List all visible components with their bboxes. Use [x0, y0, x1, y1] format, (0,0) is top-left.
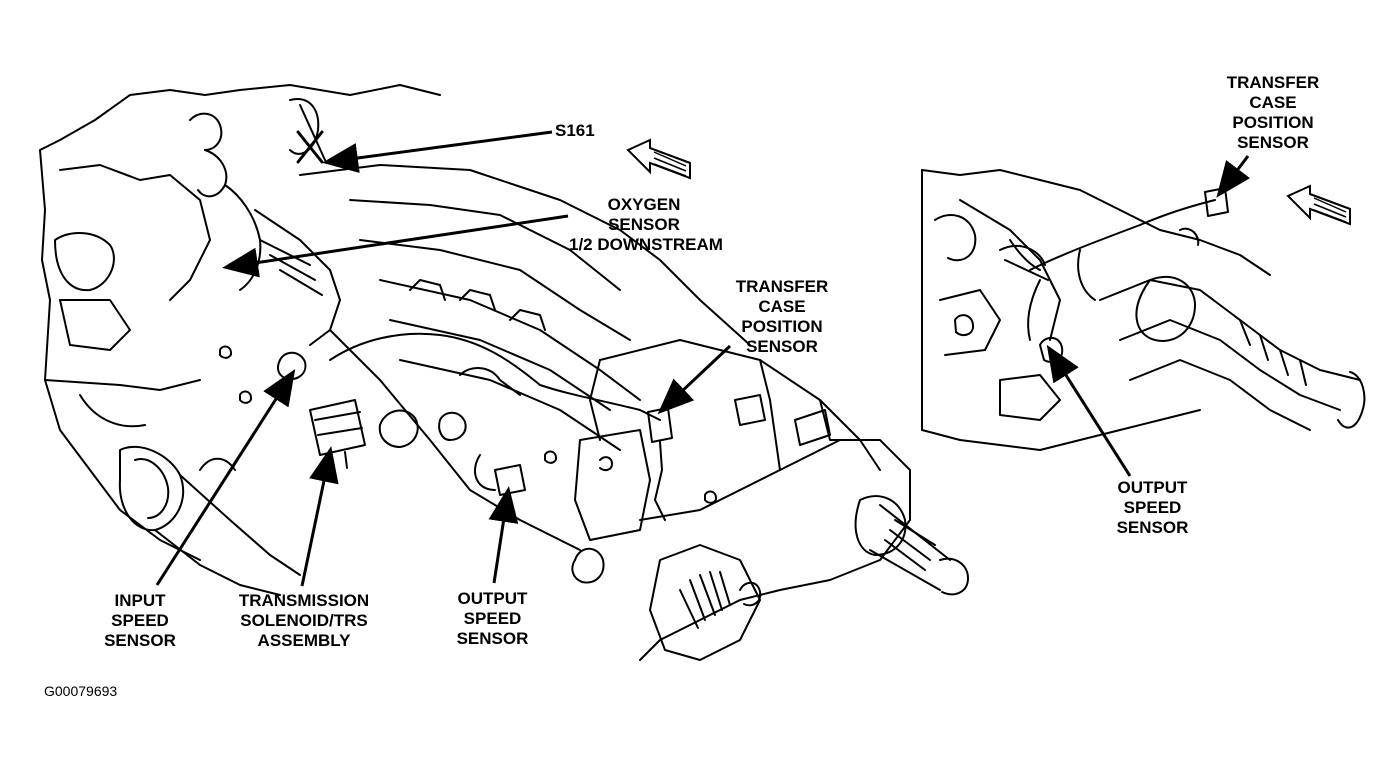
label-line: SOLENOID/TRS — [240, 611, 368, 630]
leader-output-speed-inset — [1046, 344, 1132, 477]
label-line: SPEED — [111, 611, 169, 630]
leader-transfer-case-main — [657, 344, 732, 415]
label-line: CASE — [1249, 93, 1297, 112]
label-s161: S161 — [555, 121, 595, 141]
leader-transfer-case-inset — [1216, 155, 1251, 198]
label-line: OXYGEN — [607, 195, 681, 214]
front-direction-arrow-icon — [1286, 184, 1351, 226]
leader-s161 — [322, 130, 553, 173]
label-line: 1/2 DOWNSTREAM — [569, 235, 723, 254]
label-line: CASE — [758, 297, 806, 316]
label-oxygen-sensor: OXYGEN SENSOR 1/2 DOWNSTREAM — [569, 195, 723, 255]
label-line: OUTPUT — [1117, 478, 1188, 497]
leader-trans-solenoid — [300, 446, 339, 587]
label-line: TRANSMISSION — [238, 591, 370, 610]
figure-id: G00079693 — [44, 683, 118, 699]
label-trans-solenoid: TRANSMISSION SOLENOID/TRS ASSEMBLY — [224, 591, 384, 651]
leader-lines — [155, 130, 1251, 587]
label-line: POSITION — [1232, 113, 1314, 132]
label-line: SENSOR — [456, 629, 529, 648]
label-line: TRANSFER — [735, 277, 829, 296]
inset-transmission-drawing — [921, 169, 1366, 451]
label-line: SPEED — [463, 609, 522, 628]
label-transfer-case-main: TRANSFER CASE POSITION SENSOR — [722, 277, 842, 357]
label-line: SENSOR — [746, 337, 818, 356]
label-line: POSITION — [741, 317, 823, 336]
label-line: SENSOR — [1237, 133, 1309, 152]
label-line: SENSOR — [1116, 518, 1189, 537]
label-line: SPEED — [1123, 498, 1182, 517]
label-transfer-case-inset: TRANSFER CASE POSITION SENSOR — [1213, 73, 1333, 153]
label-line: TRANSFER — [1226, 73, 1320, 92]
label-output-speed-inset: OUTPUT SPEED SENSOR — [1100, 478, 1205, 538]
label-line: ASSEMBLY — [257, 631, 351, 650]
label-line: INPUT — [114, 591, 166, 610]
label-input-speed: INPUT SPEED SENSOR — [90, 591, 190, 651]
main-transmission-drawing — [39, 84, 969, 661]
front-direction-arrow-icon — [626, 138, 691, 180]
label-line: S161 — [555, 121, 595, 140]
leader-output-speed-main — [488, 486, 519, 584]
label-line: SENSOR — [608, 215, 680, 234]
leader-oxygen-sensor — [222, 214, 569, 278]
label-line: SENSOR — [104, 631, 176, 650]
leader-input-speed — [155, 368, 296, 586]
label-output-speed-main: OUTPUT SPEED SENSOR — [440, 589, 545, 649]
label-line: OUTPUT — [457, 589, 528, 608]
